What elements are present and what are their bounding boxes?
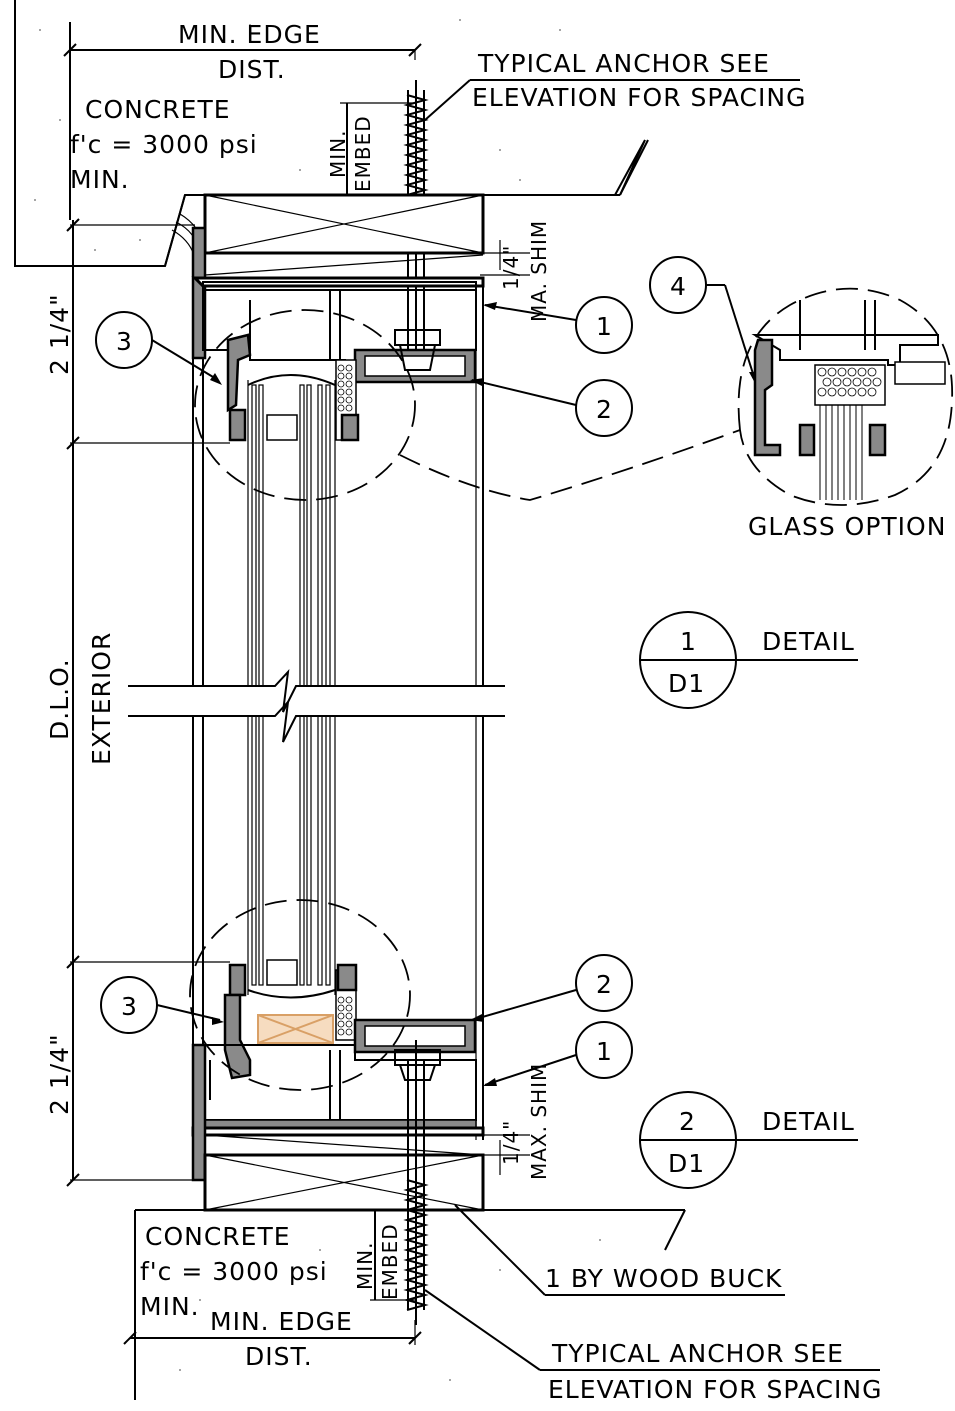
break-line: [128, 669, 505, 743]
callout-3-bottom: 3: [100, 976, 224, 1034]
bottom-glazing-bead: [223, 963, 358, 1080]
shim-top-2: MA. SHIM: [527, 220, 551, 322]
detail-tag-1-sheet: D1: [668, 669, 705, 698]
embed-label-bottom: EMBED: [378, 1223, 402, 1300]
min-label-bottom: MIN.: [140, 1292, 200, 1321]
callout-2-bottom: 2: [470, 954, 633, 1022]
callout-2-top: 2: [470, 378, 633, 437]
head-frame: [191, 226, 485, 384]
bottom-detail-bubble: [189, 899, 411, 1091]
left-dimensions: 2 1/4" D.L.O. EXTERIOR 2 1/4": [45, 218, 230, 1187]
anchor-label-top-2: ELEVATION FOR SPACING: [472, 83, 806, 112]
shim-bottom-1: 1/4": [499, 1120, 523, 1165]
embed-min-bottom: MIN.: [353, 1242, 377, 1290]
callout-1-bottom: 1: [483, 1021, 633, 1086]
embed-label-top: EMBED: [351, 115, 375, 192]
detail-tag-1-number: 1: [680, 627, 697, 656]
detail-tag-2-number: 2: [679, 1107, 696, 1136]
top-glazing-bead: [226, 333, 360, 442]
detail-tag-2: 2 D1 DETAIL: [639, 1091, 858, 1189]
glass-option-detail: 4 GLASS OPTION: [649, 256, 953, 541]
callout-2-top-number: 2: [596, 395, 613, 424]
sill-frame: [191, 1018, 485, 1182]
min-edge-label-top: MIN. EDGE: [178, 20, 321, 49]
top-wood-buck: [203, 193, 485, 255]
min-edge-label-bottom: MIN. EDGE: [210, 1307, 353, 1336]
bottom-edge-dimension: MIN. EDGE DIST.: [123, 1307, 422, 1371]
bottom-shim: 1/4" MAX. SHIM: [204, 1063, 551, 1180]
callout-2-bottom-number: 2: [596, 970, 613, 999]
dim-top-label: 2 1/4": [45, 293, 74, 375]
callout-3-top: 3: [95, 311, 222, 385]
anchor-label-bottom-1: TYPICAL ANCHOR SEE: [551, 1339, 844, 1368]
embed-min-top: MIN.: [326, 130, 350, 178]
exterior-label: EXTERIOR: [87, 632, 116, 765]
bottom-anchor: TYPICAL ANCHOR SEE ELEVATION FOR SPACING: [403, 1040, 882, 1404]
callout-1-top: 1: [483, 296, 633, 354]
top-shim: 1/4" MA. SHIM: [204, 220, 551, 322]
detail-tag-1-label: DETAIL: [762, 627, 855, 656]
fc-label-bottom: f'c = 3000 psi: [140, 1257, 328, 1286]
wood-buck-leader: 1 BY WOOD BUCK: [454, 1204, 785, 1296]
callout-1-top-number: 1: [596, 312, 613, 341]
detail-tag-2-sheet: D1: [668, 1149, 705, 1178]
dist-label-top: DIST.: [218, 55, 286, 84]
top-embed-dimension: MIN. EMBED: [326, 102, 415, 195]
min-label-top: MIN.: [70, 165, 130, 194]
shim-bottom-2: MAX. SHIM: [527, 1063, 551, 1180]
dim-bottom-label: 2 1/4": [45, 1033, 74, 1115]
wood-buck-label: 1 BY WOOD BUCK: [545, 1264, 782, 1293]
concrete-label-top: CONCRETE: [85, 95, 231, 124]
dlo-label: D.L.O.: [45, 658, 74, 740]
shim-top-1: 1/4": [499, 245, 523, 290]
callout-4-number: 4: [670, 272, 687, 301]
callout-3-top-number: 3: [116, 327, 133, 356]
detail-tag-2-label: DETAIL: [762, 1107, 855, 1136]
anchor-label-top-1: TYPICAL ANCHOR SEE: [477, 49, 770, 78]
bottom-embed-dimension: MIN. EMBED: [353, 1210, 415, 1301]
detail-tag-1: 1 D1 DETAIL: [639, 611, 858, 709]
top-edge-dimension: MIN. EDGE DIST.: [63, 20, 422, 220]
callout-1-bottom-number: 1: [596, 1037, 613, 1066]
dist-label-bottom: DIST.: [245, 1342, 313, 1371]
anchor-label-bottom-2: ELEVATION FOR SPACING: [548, 1375, 882, 1404]
bottom-wood-buck: [203, 1153, 485, 1212]
concrete-label-bottom: CONCRETE: [145, 1222, 291, 1251]
callout-3-bottom-number: 3: [121, 992, 138, 1021]
glass-option-label: GLASS OPTION: [748, 512, 946, 541]
fc-label-top: f'c = 3000 psi: [70, 130, 258, 159]
top-detail-bubble: [194, 309, 741, 501]
